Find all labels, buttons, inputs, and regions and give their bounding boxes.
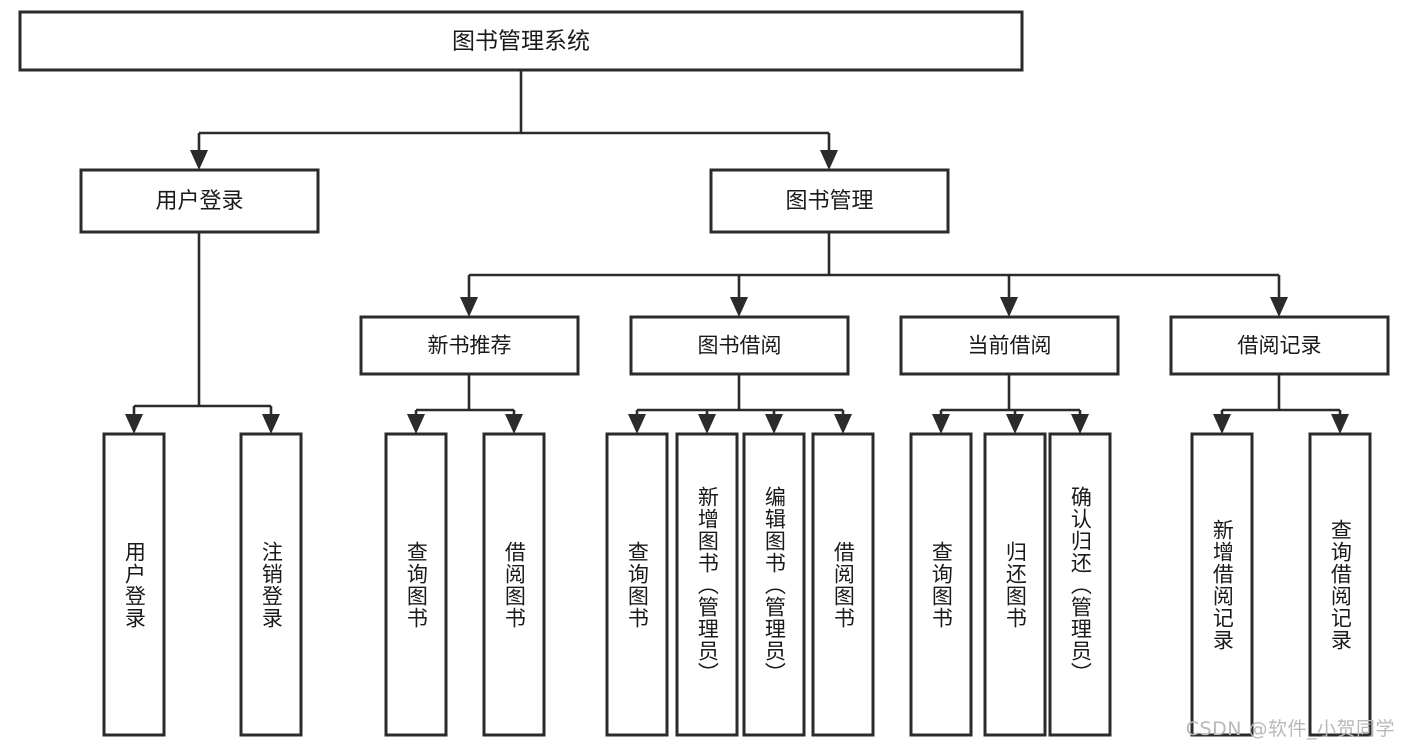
node-box-layer [18,10,1390,737]
node-box-leaf-query-book-borrow[interactable] [605,432,669,737]
node-label-borrow-record: 借阅记录 [1238,334,1322,358]
node-box-leaf-query-book-rec[interactable] [384,432,448,737]
node-box-current-borrow[interactable] [899,315,1120,376]
arrow-head-icon [190,150,208,170]
arrow-head-icon [1213,414,1231,434]
arrow-head-icon [1270,297,1288,317]
node-box-leaf-borrow-book-rec[interactable] [482,432,546,737]
node-label-undefined: 图书管理系统 [452,29,590,55]
node-label-book-borrow: 图书借阅 [698,334,782,358]
node-box-leaf-user-logout[interactable] [239,432,303,737]
node-box-leaf-return-book[interactable] [983,432,1047,737]
node-box-book-borrow[interactable] [629,315,850,376]
connector-layer [125,70,1349,434]
arrow-head-icon [262,414,280,434]
arrow-head-icon [765,414,783,434]
node-box-new-book-recommend[interactable] [359,315,580,376]
node-box-leaf-confirm-return[interactable] [1048,432,1112,737]
node-label-book-manage: 图书管理 [785,189,873,214]
node-box-leaf-query-book-cur[interactable] [909,432,973,737]
node-box-leaf-borrow-book[interactable] [811,432,875,737]
arrow-head-icon [730,297,748,317]
node-label-user-login: 用户登录 [155,189,243,214]
arrow-head-icon [125,414,143,434]
arrow-head-icon [1331,414,1349,434]
arrow-head-icon [628,414,646,434]
arrow-head-icon [1006,414,1024,434]
node-box-undefined[interactable] [18,10,1024,72]
node-box-leaf-edit-book[interactable] [742,432,806,737]
arrow-head-icon [1000,297,1018,317]
node-box-user-login[interactable] [79,168,320,234]
arrow-head-icon [407,414,425,434]
node-box-book-manage[interactable] [709,168,950,234]
arrow-head-icon [698,414,716,434]
arrow-head-icon [1071,414,1089,434]
node-box-leaf-user-login[interactable] [102,432,166,737]
watermark-text: CSDN @软件_小贺同学 [1185,718,1395,740]
arrow-head-icon [932,414,950,434]
node-box-leaf-add-borrow-record[interactable] [1190,432,1254,737]
node-box-borrow-record[interactable] [1169,315,1390,376]
arrow-head-icon [460,297,478,317]
node-box-leaf-add-book[interactable] [675,432,739,737]
node-label-current-borrow: 当前借阅 [968,334,1052,358]
node-label-new-book-recommend: 新书推荐 [428,334,512,358]
arrow-head-icon [834,414,852,434]
arrow-head-icon [505,414,523,434]
arrow-head-icon [820,150,838,170]
node-box-leaf-query-borrow-record[interactable] [1308,432,1372,737]
